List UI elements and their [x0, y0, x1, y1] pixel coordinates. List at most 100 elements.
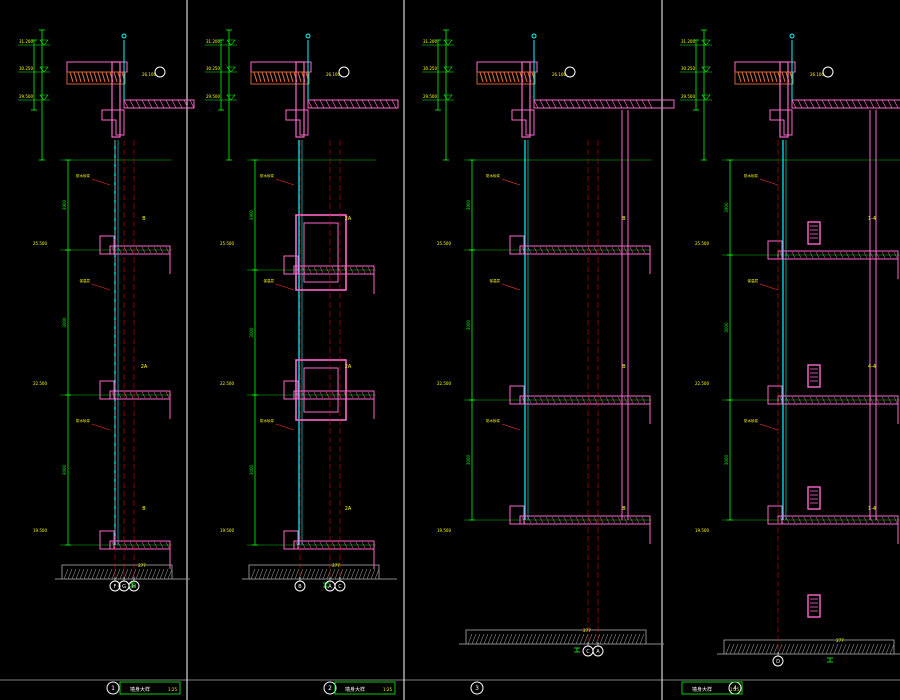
slab-hatch	[887, 396, 892, 404]
slab-hatch	[135, 246, 140, 254]
ground-hatch	[479, 633, 485, 645]
roof-slab	[123, 99, 195, 109]
axis-bubble-icon	[109, 580, 121, 592]
slab-hatch	[159, 246, 164, 254]
roof-hatch	[545, 99, 551, 109]
ground-hatch	[483, 633, 489, 645]
ground-hatch	[749, 643, 755, 655]
slab-hatch	[629, 246, 634, 254]
ground-hatch	[294, 568, 300, 580]
parapet-hatch	[499, 71, 504, 83]
level-triangle	[701, 94, 711, 101]
ground-hatch	[733, 643, 739, 655]
slab-hatch	[533, 516, 538, 524]
axis-bubble-icon	[128, 580, 140, 592]
slab-hatch	[833, 396, 838, 404]
parapet-hatch	[761, 71, 766, 83]
ground-hatch	[167, 568, 173, 580]
slab-hatch	[313, 541, 318, 549]
detail-reference-icon	[822, 66, 834, 78]
parapet-wall	[779, 61, 789, 138]
ground-hatch	[801, 643, 807, 655]
parapet-hatch	[507, 71, 512, 83]
ground-hatch	[579, 633, 585, 645]
parapet-hatch	[269, 71, 274, 83]
slab-hatch	[581, 396, 586, 404]
roof-hatch	[159, 99, 165, 109]
slab-hatch	[827, 396, 832, 404]
roof-hatch	[319, 99, 325, 109]
parapet-wall	[111, 61, 121, 138]
parapet-hatch	[515, 71, 520, 83]
slab-hatch	[355, 266, 360, 274]
slab-hatch	[569, 246, 574, 254]
detail-number: 2	[328, 685, 332, 692]
detail-number: 3	[475, 685, 479, 692]
roof-hatch	[337, 99, 343, 109]
roof-hatch	[385, 99, 391, 109]
ground-hatch	[607, 633, 613, 645]
floor-height: 3900	[466, 199, 471, 210]
ground-hatch	[270, 568, 276, 580]
slab-hatch	[893, 516, 898, 524]
slab-hatch	[141, 246, 146, 254]
slab-hatch	[527, 516, 532, 524]
slab-hatch	[135, 541, 140, 549]
detail-title: 墙身大样	[130, 686, 150, 693]
ground-hatch	[523, 633, 529, 645]
roof-hatch	[809, 99, 815, 109]
slab-hatch	[153, 541, 158, 549]
slab-hatch	[527, 246, 532, 254]
roof-hatch	[881, 99, 887, 109]
slab-hatch	[611, 516, 616, 524]
axis-label: B	[298, 584, 302, 590]
parapet-hatch	[741, 71, 746, 83]
parapet-hatch	[737, 71, 742, 83]
slab-hatch	[785, 396, 790, 404]
ground-hatch	[587, 633, 593, 645]
roof-hatch	[123, 99, 129, 109]
slab-hatch	[617, 246, 622, 254]
ground-hatch	[817, 643, 823, 655]
ground-hatch	[250, 568, 256, 580]
elevation-value: 19.500	[220, 528, 234, 533]
parapet-hatch	[261, 71, 266, 83]
ground-hatch	[599, 633, 605, 645]
slab-hatch	[367, 391, 372, 399]
window-head-detail	[283, 380, 299, 400]
level-triangle	[39, 94, 49, 101]
roof-hatch	[617, 99, 623, 109]
title-box	[119, 681, 181, 695]
slab-hatch	[623, 246, 628, 254]
slab-hatch	[827, 251, 832, 259]
note-leader	[501, 283, 521, 291]
construction-note: 保温层	[264, 278, 275, 283]
ground-hatch	[354, 568, 360, 580]
slab-hatch	[815, 396, 820, 404]
parapet-hatch	[281, 71, 286, 83]
note-leader	[275, 423, 295, 431]
slab-hatch	[319, 266, 324, 274]
slab-hatch	[165, 246, 170, 254]
detail-reference-icon	[154, 66, 166, 78]
note-leader	[91, 283, 111, 291]
roof-hatch	[165, 99, 171, 109]
slab-hatch	[851, 516, 856, 524]
slab-hatch	[123, 391, 128, 399]
level-triangle	[443, 39, 453, 46]
slab-hatch	[803, 251, 808, 259]
ground-hatch	[567, 633, 573, 645]
slab-hatch	[343, 541, 348, 549]
ground-hatch	[793, 643, 799, 655]
wall-section-panel-4: 31.20030.25029.50039003000300025.50022.5…	[680, 29, 900, 695]
room-tag: 2A	[345, 216, 352, 222]
construction-note: 防水砂浆	[744, 418, 758, 423]
parapet-hatch	[495, 71, 500, 83]
floor-slab	[519, 515, 651, 525]
slab-hatch	[313, 391, 318, 399]
slab-hatch	[159, 391, 164, 399]
slab-hatch	[857, 516, 862, 524]
ground-hatch	[107, 568, 113, 580]
roof-hatch	[177, 99, 183, 109]
roof-hatch	[373, 99, 379, 109]
